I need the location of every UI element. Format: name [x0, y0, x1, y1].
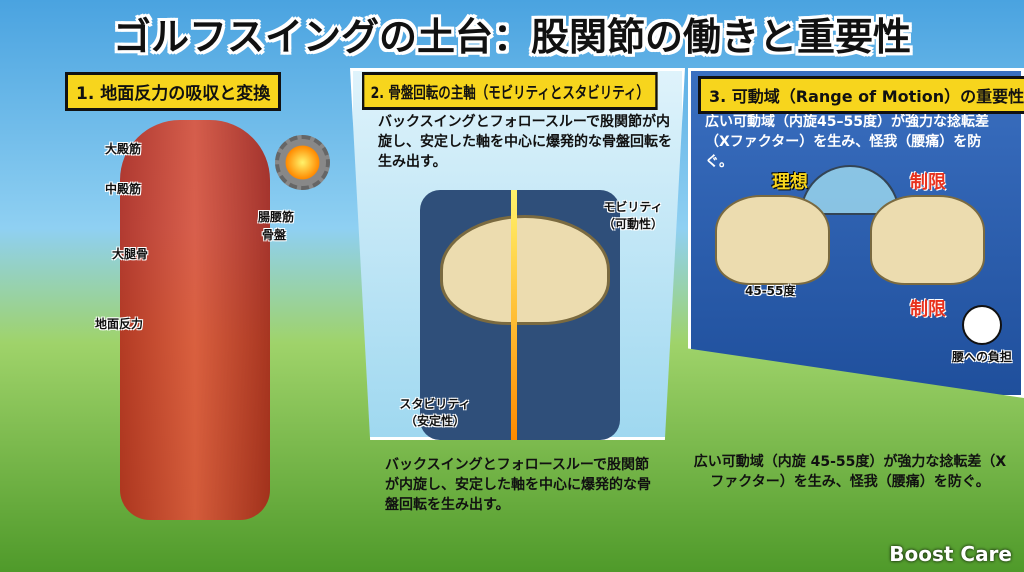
label-pelvis: 骨盤 — [262, 228, 287, 242]
label-ideal: 理想 — [772, 172, 808, 193]
back-pain-icon — [962, 305, 1002, 345]
label-limited: 制限 — [910, 172, 946, 193]
label-ground-reaction: 地面反力 — [95, 317, 144, 331]
label-limited-2: 制限 — [910, 299, 946, 320]
panel3-text: 広い可動域（内旋45–55度）が強力な捻転差（Xファクター）を生み、怪我（腰痛）… — [705, 114, 989, 170]
page-title: ゴルフスイングの土台：股関節の働きと重要性 — [112, 15, 911, 59]
label-iliopsoas: 腸腰筋 — [258, 210, 295, 224]
rotation-axis — [511, 190, 517, 440]
panel3-bottom-text: 広い可動域（内旋 45-55度）が強力な捻転差（Xファクター）を生み、怪我（腰痛… — [693, 454, 1007, 490]
ideal-pelvis — [715, 195, 830, 285]
label-back-load: 腰への負担 — [952, 350, 1013, 364]
label-mobility: モビリティ（可動性） — [602, 200, 663, 231]
label-angle: 45-55度 — [745, 284, 796, 298]
panel1-header: 1. 地面反力の吸収と変換 — [65, 72, 282, 111]
limited-pelvis — [870, 195, 985, 285]
label-gluteus-medius: 中殿筋 — [105, 182, 142, 196]
panel2-header: 2. 骨盤回転の主軸（モビリティとスタビリティ） — [362, 72, 658, 110]
label-femur: 大腿骨 — [112, 247, 149, 261]
gear-icon — [275, 135, 330, 190]
pelvis-illustration — [440, 215, 610, 325]
panel3-header: 3. 可動域（Range of Motion）の重要性 — [698, 76, 1024, 114]
label-stability: スタビリティ（安定性） — [399, 397, 471, 428]
panel2-bottom-text: バックスイングとフォロースルーで股関節が内旋し、安定した軸を中心に爆発的な骨盤回… — [385, 457, 651, 513]
label-gluteus-maximus: 大殿筋 — [105, 142, 142, 156]
logo: Boost Care — [889, 542, 1012, 566]
leg-muscle-illustration — [120, 120, 270, 520]
panel2-text: バックスイングとフォロースルーで股関節が内旋し、安定した軸を中心に爆発的な骨盤回… — [378, 114, 672, 170]
